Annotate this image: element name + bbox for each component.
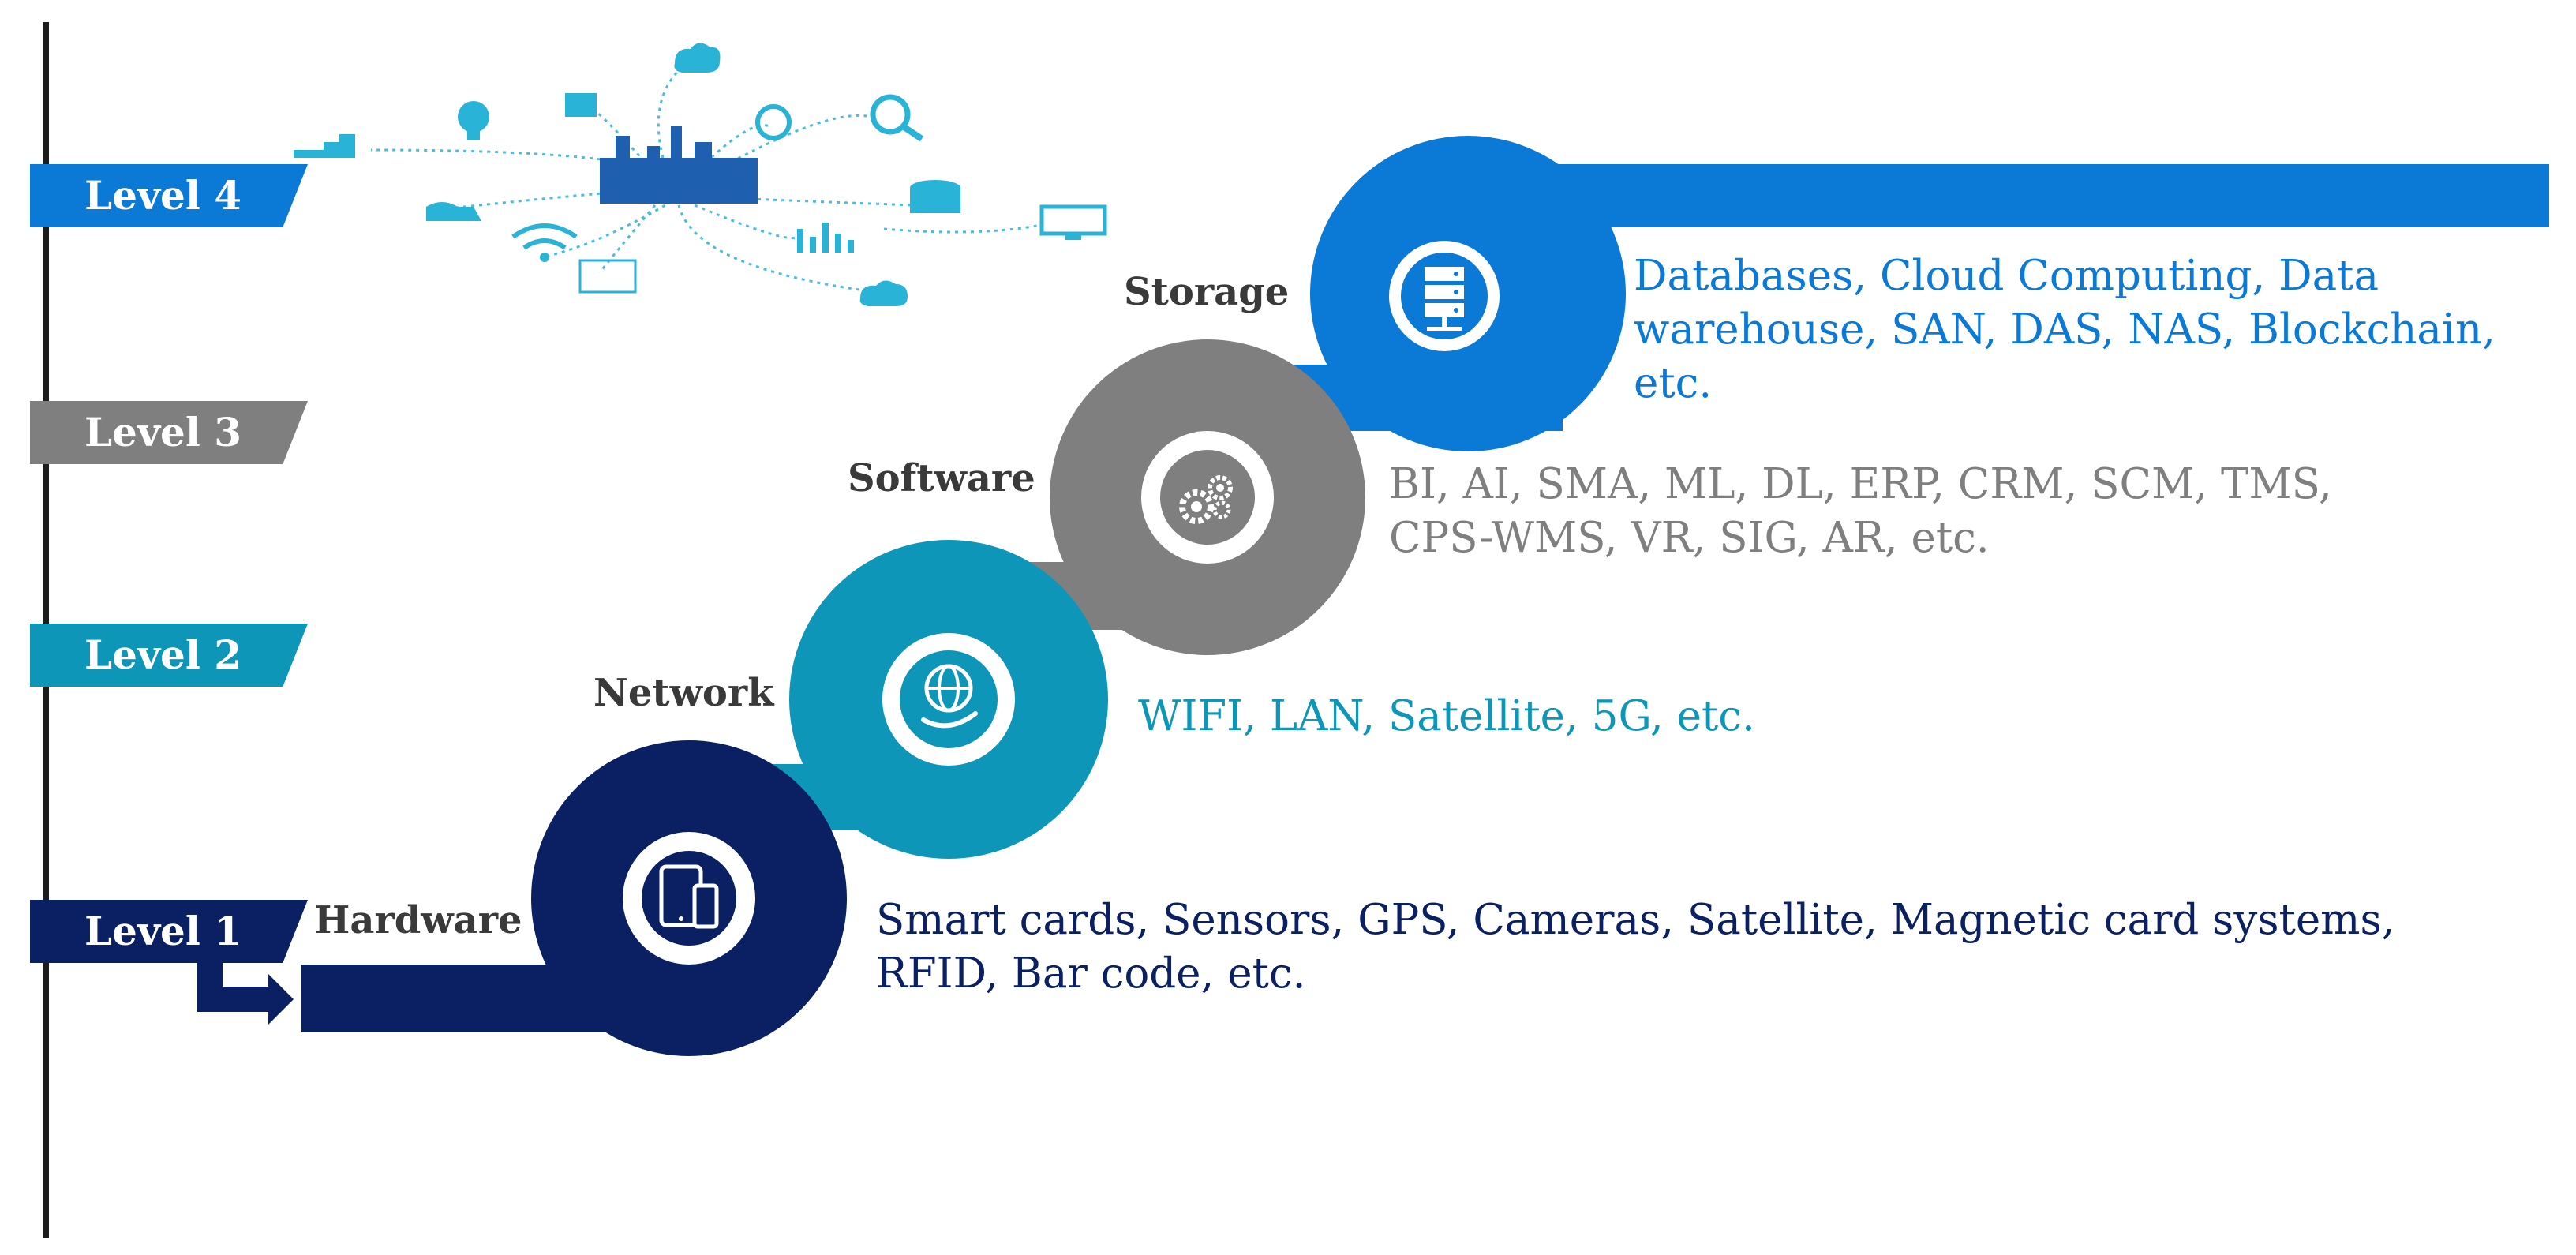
storage-label: Storage [1124,270,1290,314]
level-3-label: Level 3 [84,409,242,455]
smart-industry-network-icon [294,43,1107,306]
storage-description: Databases, Cloud Computing, Data warehou… [1634,249,2496,410]
storage-description-line: warehouse, SAN, DAS, NAS, Blockchain, [1634,305,2496,354]
network-label: Network [593,671,774,715]
tablet-phone-icon [623,832,755,965]
storage-description-line: etc. [1634,359,1713,407]
hardware-description: Smart cards, Sensors, GPS, Cameras, Sate… [876,893,2395,1001]
level-2-tab [30,624,308,687]
level-1-arrow-icon [197,957,294,1025]
level-1-tab [30,900,308,963]
hardware-description-line: Smart cards, Sensors, GPS, Cameras, Sate… [876,896,2395,944]
software-description-line: CPS-WMS, VR, SIG, AR, etc. [1389,514,1990,562]
software-description-line: BI, AI, SMA, ML, DL, ERP, CRM, SCM, TMS, [1389,460,2332,508]
network-description: WIFI, LAN, Satellite, 5G, etc. [1138,690,1755,744]
software-description: BI, AI, SMA, ML, DL, ERP, CRM, SCM, TMS,… [1389,458,2332,565]
level-2-label: Level 2 [84,631,242,678]
gears-icon [1141,431,1274,564]
globe-hand-icon [882,633,1015,766]
level-4-label: Level 4 [84,172,242,219]
storage-description-line: Databases, Cloud Computing, Data [1634,252,2379,300]
network-description-line: WIFI, LAN, Satellite, 5G, etc. [1138,692,1755,740]
hardware-label: Hardware [314,898,522,942]
hardware-description-line: RFID, Bar code, etc. [876,950,1306,998]
hardware-band [301,740,847,1056]
server-icon [1389,241,1500,351]
level-4-tab [30,164,308,227]
level-1-label: Level 1 [84,908,242,954]
software-label: Software [848,456,1035,500]
level-3-tab [30,401,308,464]
